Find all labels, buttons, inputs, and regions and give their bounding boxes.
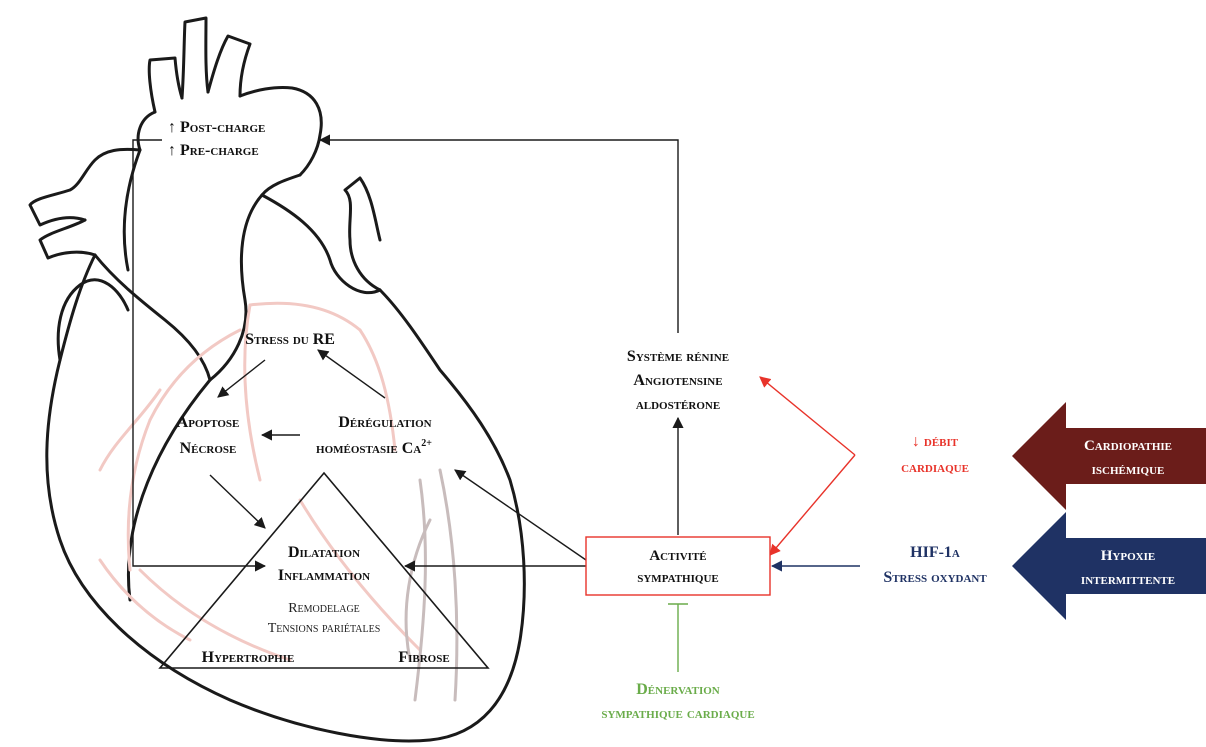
left-arrow-navy-icon	[1012, 512, 1206, 620]
connector-activity-to-deregulation	[454, 469, 587, 561]
systeme-renine-label: Système rénine	[627, 348, 729, 365]
stress-re-label: Stress du RE	[245, 331, 335, 348]
connector-stress-to-apoptose	[217, 359, 266, 398]
cardiopathie-label: Cardiopathie	[1084, 438, 1172, 454]
heart-outline-icon	[28, 16, 526, 743]
stress-oxydant-label: Stress oxydant	[883, 569, 987, 586]
hypoxie-label: Hypoxie	[1101, 548, 1155, 564]
ischemique-label: ischémique	[1092, 462, 1165, 478]
denervation-label: Dénervation	[636, 681, 720, 698]
pre-charge-label: ↑ Pre-charge	[168, 142, 259, 159]
angiotensine-label: Angiotensine	[633, 372, 722, 389]
ca-superscript: 2+	[421, 438, 432, 449]
coronary-vessels-icon	[98, 301, 422, 662]
remodelage-label: Remodelage	[288, 601, 360, 616]
fibrose-label: Fibrose	[398, 649, 449, 666]
deregulation-label: Dérégulation	[338, 414, 431, 431]
connector-necrose-to-dilatation	[209, 474, 266, 529]
aldosterone-label: aldostérone	[636, 396, 720, 413]
post-charge-label: ↑ Post-charge	[168, 119, 265, 136]
hypertrophie-label: Hypertrophie	[202, 649, 295, 666]
connector-raa-to-postcharge	[318, 134, 679, 333]
activity-box	[585, 536, 771, 596]
tensions-label: Tensions pariétales	[268, 621, 381, 636]
homeostasie-label: homéostasie Ca2+	[316, 438, 432, 457]
debit-label: ↓ débit	[912, 433, 959, 450]
connector-charge-to-dilatation	[132, 139, 267, 572]
apoptose-label: Apoptose	[177, 414, 240, 431]
activite-label: Activité	[649, 548, 706, 564]
left-arrow-maroon-icon	[1012, 402, 1206, 510]
coronary-vessels-grey-icon	[404, 468, 459, 702]
cardiaque-label: cardiaque	[901, 459, 969, 476]
necrose-label: Nécrose	[180, 440, 237, 457]
inflammation-label: Inflammation	[278, 567, 370, 584]
sympathique-label: sympathique	[637, 570, 719, 586]
connector-debit-to-raa	[759, 376, 856, 456]
hif-label: HIF-1α	[910, 544, 960, 561]
sympathique-cardiaque-label: sympathique cardiaque	[601, 705, 754, 722]
connector-debit-to-activity	[769, 454, 856, 556]
triangle-shape	[158, 471, 490, 669]
connector-deregulation-to-stress	[317, 349, 386, 399]
dilatation-label: Dilatation	[288, 544, 360, 561]
intermittente-label: intermittente	[1081, 572, 1175, 588]
